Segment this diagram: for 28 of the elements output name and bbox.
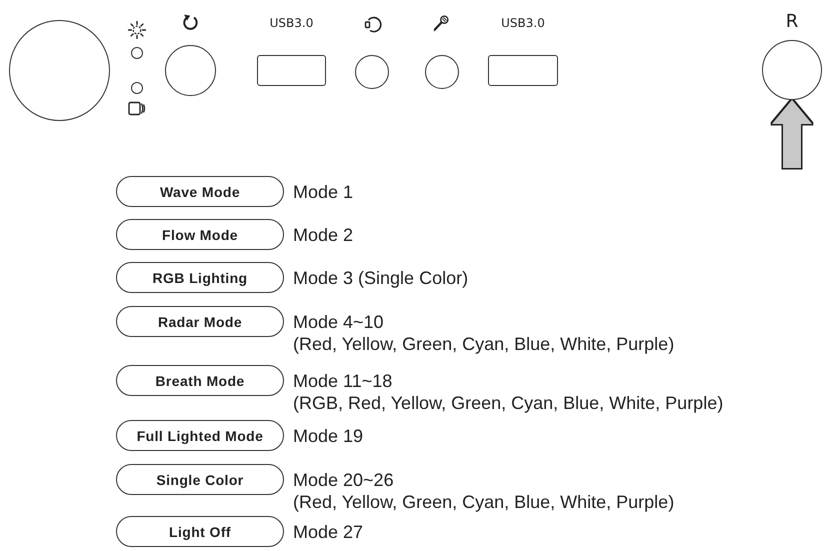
mode-button: Radar Mode — [116, 306, 284, 337]
mode-description: Mode 20~26 — [293, 468, 394, 490]
led-indicator — [131, 47, 143, 59]
mode-description: (Red, Yellow, Green, Cyan, Blue, White, Purple) — [293, 332, 674, 354]
mode-description: Mode 4~10 — [293, 310, 384, 332]
mode-description: Mode 11~18 — [293, 370, 392, 392]
led-indicator — [131, 82, 143, 94]
mode-button: Light Off — [116, 516, 284, 547]
audio-jack — [425, 55, 459, 89]
mode-button: Flow Mode — [116, 219, 284, 250]
mode-description: (Red, Yellow, Green, Cyan, Blue, White, Purple) — [293, 490, 674, 512]
mode-button: Single Color — [116, 464, 284, 495]
mode-button: Wave Mode — [116, 176, 284, 207]
mode-description: Mode 19 — [293, 424, 364, 446]
audio-jack — [355, 55, 389, 89]
mode-description: Mode 3 (Single Color) — [293, 266, 468, 288]
port-label: USB3.0 — [270, 16, 314, 30]
mode-button: Breath Mode — [116, 365, 284, 396]
mode-description: (RGB, Red, Yellow, Green, Cyan, Blue, White, Purple) — [293, 392, 724, 414]
mode-description: Mode 2 — [293, 224, 354, 246]
mode-button: Full Lighted Mode — [116, 420, 284, 451]
mode-description: Mode 1 — [293, 180, 354, 202]
arrow — [772, 100, 812, 168]
port-label: R — [786, 11, 798, 32]
mode-button: RGB Lighting — [116, 262, 284, 293]
round-button — [165, 45, 216, 96]
mode-description: Mode 27 — [293, 520, 364, 542]
port-label: USB3.0 — [501, 16, 545, 30]
